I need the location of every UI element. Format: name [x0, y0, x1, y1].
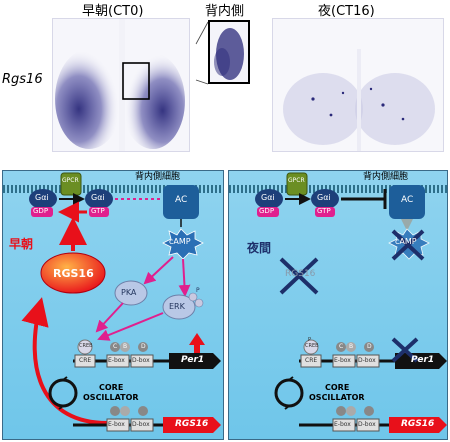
right-gai1-label: Gαi — [261, 193, 275, 202]
left-erk-label: ERK — [169, 302, 185, 311]
right-camp-label: cAMP — [395, 237, 417, 246]
left-pka-label: PKA — [121, 288, 137, 297]
left-gai1-label: Gαi — [35, 193, 49, 202]
left-camp-label: cAMP — [169, 237, 191, 246]
right-region-label: 背内側細胞 — [363, 172, 409, 182]
gene-label: Rgs16 — [2, 72, 43, 87]
right-ebox2-label: E-box — [334, 421, 351, 428]
left-d-badge: D — [141, 343, 146, 350]
left-dbox2-label: D-box — [132, 421, 150, 428]
right-state-label: 夜間 — [247, 241, 272, 255]
right-rgs16-gene-label: RGS16 — [401, 419, 435, 429]
right-creb-label: CREB — [305, 343, 319, 349]
left-ebox1-label: E-box — [108, 357, 125, 364]
right-gai2-label: Gαi — [317, 193, 331, 202]
right-rgs16-faded-label: RGS16 — [285, 269, 316, 279]
left-c-badge: C — [113, 343, 118, 350]
right-c-badge: C — [339, 343, 344, 350]
micrograph-morning — [52, 18, 190, 152]
left-cre-label: CRE — [79, 357, 92, 364]
left-gai2-label: Gαi — [91, 193, 105, 202]
left-rgs16-protein-label: RGS16 — [53, 267, 94, 280]
zoom-title: 背内側 — [205, 4, 245, 19]
left-gdp-label: GDP — [33, 207, 49, 215]
left-b-badge: B — [123, 343, 128, 350]
right-dbox2-label: D-box — [358, 421, 376, 428]
micrograph-night — [272, 18, 444, 152]
left-region-label: 背内側細胞 — [135, 172, 181, 182]
right-gdp-label: GDP — [259, 207, 275, 215]
left-membrane — [3, 185, 223, 193]
right-cre-label: CRE — [305, 357, 318, 364]
morning-title: 早朝(CT0) — [82, 4, 144, 19]
left-per1-label: Per1 — [181, 355, 205, 365]
right-pathway-panel: 背内側細胞 GPCR Gαi Gαi GDP GTP AC cAMP 夜間 RG… — [228, 170, 448, 440]
left-core-line1: CORE — [99, 383, 124, 392]
left-core-line2: OSCILLATOR — [83, 393, 139, 402]
right-phospho-label: P — [308, 337, 312, 343]
right-gpcr-label: GPCR — [288, 177, 305, 184]
left-pathway-panel: 背内側細胞 GPCR Gαi Gαi GDP GTP AC cAMP 早朝 RG… — [2, 170, 224, 440]
left-creb-label: CREB — [79, 343, 93, 349]
zoom-guide-lines — [195, 21, 209, 85]
right-ebox1-label: E-box — [334, 357, 351, 364]
right-b-badge: B — [349, 343, 354, 350]
left-dbox1-label: D-box — [132, 357, 150, 364]
left-pathway-diagram — [21, 172, 221, 433]
left-ebox2-label: E-box — [108, 421, 125, 428]
right-core-line1: CORE — [325, 383, 350, 392]
micrograph-zoom-inset — [208, 20, 250, 84]
left-state-label: 早朝 — [9, 237, 34, 251]
night-title: 夜(CT16) — [318, 4, 375, 19]
micrograph-night-stain — [283, 49, 435, 151]
right-d-badge: D — [367, 343, 372, 350]
left-gpcr-label: GPCR — [62, 177, 79, 184]
right-dbox1-label: D-box — [358, 357, 376, 364]
right-pathway-diagram — [255, 172, 447, 433]
left-phospho-label: P — [196, 287, 200, 294]
right-ac-label: AC — [401, 195, 414, 205]
right-membrane — [229, 185, 447, 193]
left-gtp-label: GTP — [91, 207, 105, 215]
right-core-line2: OSCILLATOR — [309, 393, 365, 402]
left-ac-label: AC — [175, 195, 188, 205]
micrograph-morning-stain — [55, 19, 185, 151]
left-rgs16-gene-label: RGS16 — [175, 419, 209, 429]
right-per1-label: Per1 — [411, 355, 435, 365]
right-gtp-label: GTP — [317, 207, 331, 215]
